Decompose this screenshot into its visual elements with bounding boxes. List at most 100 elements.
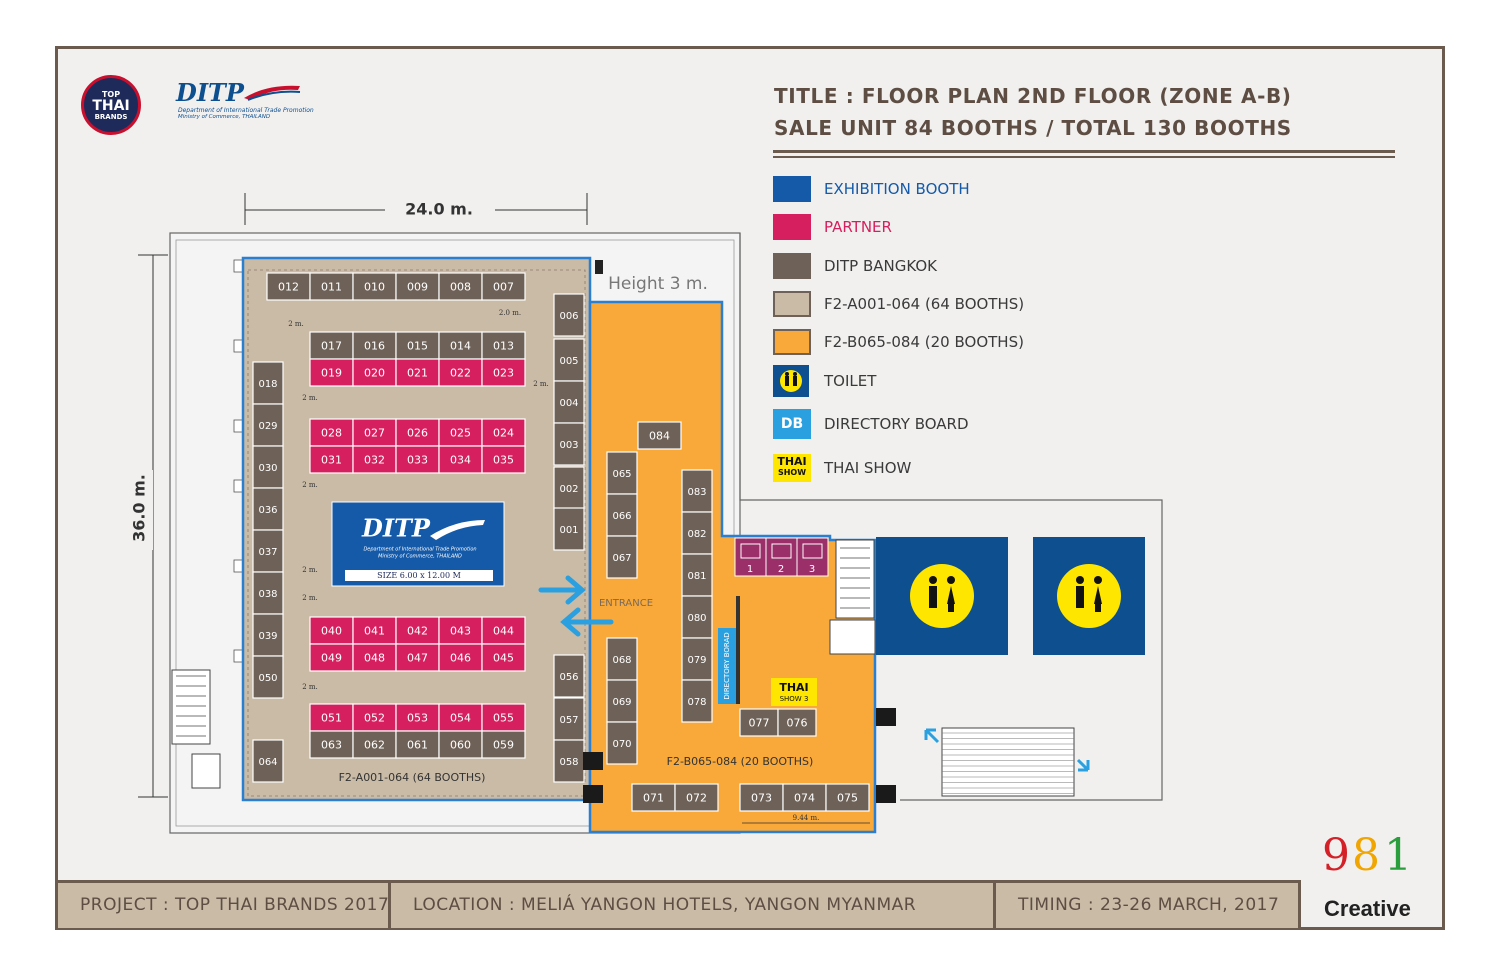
footer-timing: TIMING : 23-26 MARCH, 2017 [1018,895,1280,915]
booth-037[interactable] [252,529,284,573]
booth-034[interactable] [438,445,483,474]
booth-059[interactable] [481,730,526,759]
dim-bg [127,470,153,550]
booth-078[interactable] [681,679,713,723]
booth-071[interactable] [631,783,676,812]
booth-005[interactable] [553,338,585,382]
booth-081[interactable] [681,553,713,597]
booth-035[interactable] [481,445,526,474]
booth-001[interactable] [553,507,585,551]
booth-047[interactable] [395,643,440,672]
booth-006[interactable] [553,293,585,337]
booth-010[interactable] [352,272,397,301]
booth-018[interactable] [252,361,284,405]
booth-072[interactable] [674,783,719,812]
booth-083[interactable] [681,469,713,513]
booth-label-059: 059 [493,739,514,752]
booth-043[interactable] [438,616,483,645]
booth-011[interactable] [309,272,354,301]
booth-056[interactable] [553,654,585,698]
title-rule-2 [773,156,1395,158]
booth-label-074: 074 [794,792,815,805]
toilet-woman-legs-icon [1095,602,1101,612]
creative-digit-1: 1 [1384,830,1412,881]
booth-021[interactable] [395,358,440,387]
booth-045[interactable] [481,643,526,672]
ditp-center-line1: Department of International Trade Promot… [363,547,476,553]
booth-label-017: 017 [321,340,342,353]
booth-057[interactable] [553,697,585,741]
booth-013[interactable] [481,331,526,360]
booth-048[interactable] [352,643,397,672]
booth-079[interactable] [681,637,713,681]
booth-033[interactable] [395,445,440,474]
booth-label-048: 048 [364,652,385,665]
booth-023[interactable] [481,358,526,387]
booth-040[interactable] [309,616,354,645]
booth-label-054: 054 [450,712,471,725]
booth-065[interactable] [606,451,638,495]
booth-024[interactable] [481,418,526,447]
booth-label-069: 069 [612,697,631,708]
booth-019[interactable] [309,358,354,387]
stairs-right [835,539,875,619]
toilet-man-icon [1076,586,1084,608]
booth-009[interactable] [395,272,440,301]
toilet-icon [780,370,802,392]
booth-003[interactable] [553,422,585,466]
booth-label-024: 024 [493,427,514,440]
booth-074[interactable] [782,783,827,812]
dim-note: 2 m. [302,683,318,691]
wall-segment [736,596,740,704]
booth-076[interactable] [777,708,817,737]
booth-label-070: 070 [612,739,631,750]
entrance-in-arrow-icon [538,575,586,605]
booth-067[interactable] [606,535,638,579]
booth-007[interactable] [481,272,526,301]
booth-label-010: 010 [364,281,385,294]
ditp-swoosh-icon [244,85,301,101]
booth-050[interactable] [252,655,284,699]
pillar-icon [595,260,603,274]
booth-058[interactable] [553,739,585,783]
entrance-label: ENTRANCE [599,598,653,609]
zone-a-aisle [247,269,586,797]
booth-053[interactable] [395,703,440,732]
ditp-logo-name: DITP [176,78,244,107]
booth-label-083: 083 [687,487,706,498]
booth-label-051: 051 [321,712,342,725]
booth-073[interactable] [739,783,784,812]
booth-label-075: 075 [837,792,858,805]
span-label: 9.44 m. [793,814,820,822]
plan-subtitle: SALE UNIT 84 BOOTHS / TOTAL 130 BOOTHS [774,116,1292,140]
booth-070[interactable] [606,721,638,765]
toilet-woman-legs-icon [948,602,954,612]
booth-016[interactable] [352,331,397,360]
legend-swatch [773,214,811,240]
booth-label-011: 011 [321,281,342,294]
booth-002[interactable] [553,466,585,510]
booth-041[interactable] [352,616,397,645]
pillar-3 [583,785,603,803]
booth-084[interactable] [637,421,682,450]
booth-080[interactable] [681,595,713,639]
depth-label: 36.0 m. [130,474,149,542]
lift-icon [771,543,792,559]
booth-060[interactable] [438,730,483,759]
ditp-center-name: DITP [361,514,431,543]
booth-label-007: 007 [493,281,514,294]
booth-014[interactable] [438,331,483,360]
booth-049[interactable] [309,643,354,672]
booth-039[interactable] [252,613,284,657]
booth-030[interactable] [252,445,284,489]
booth-064[interactable] [252,739,284,783]
booth-022[interactable] [438,358,483,387]
booth-label-042: 042 [407,625,428,638]
legend-label: F2-B065-084 (20 BOOTHS) [824,333,1024,351]
footer-project: PROJECT : TOP THAI BRANDS 2017 [58,883,391,928]
booth-label-033: 033 [407,454,428,467]
booth-031[interactable] [309,445,354,474]
lift-number: 1 [747,564,753,575]
booth-label-027: 027 [364,427,385,440]
booth-075[interactable] [825,783,870,812]
